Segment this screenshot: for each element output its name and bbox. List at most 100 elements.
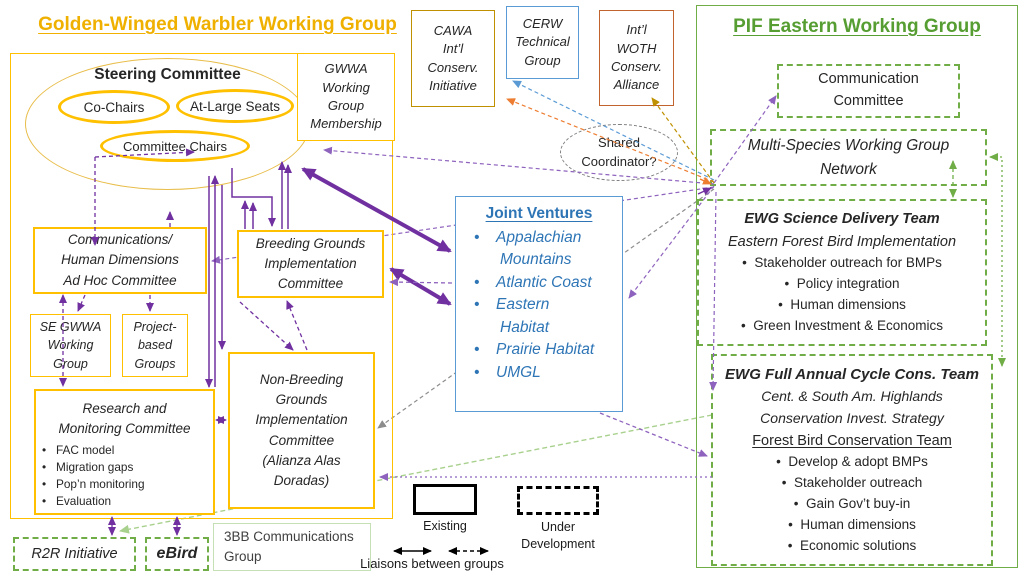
multi-species-network-box: Multi-Species Working Group Network bbox=[710, 129, 987, 186]
cawa-line: CAWA bbox=[433, 22, 473, 38]
ebird-label: eBird bbox=[156, 545, 198, 562]
science-bullet: Green Investment & Economics bbox=[741, 316, 943, 337]
research-title-line: Research and bbox=[82, 401, 167, 416]
annual-team-subtitle: Cent. & South Am. Highlands bbox=[761, 388, 943, 405]
jv-item-appalachian: Appalachian Mountains bbox=[456, 227, 622, 272]
annual-bullet: Stakeholder outreach bbox=[782, 473, 922, 494]
co-chairs-ellipse: Co-Chairs bbox=[58, 90, 170, 124]
breeding-line: Committee bbox=[277, 276, 344, 292]
breeding-line: Breeding Grounds bbox=[255, 235, 366, 251]
comms-line: Human Dimensions bbox=[61, 252, 179, 268]
membership-line: Membership bbox=[310, 116, 382, 132]
legend-liaisons-label: Liaisons between groups bbox=[360, 556, 504, 571]
non-breeding-line: Implementation bbox=[255, 412, 348, 428]
gwwa-membership-box: GWWA Working Group Membership bbox=[297, 53, 395, 141]
r2r-label: R2R Initiative bbox=[31, 546, 118, 562]
non-breeding-grounds-box: Non-Breeding Grounds Implementation Comm… bbox=[228, 352, 375, 509]
breeding-line: Implementation bbox=[264, 255, 357, 271]
science-bullet: Policy integration bbox=[784, 274, 900, 295]
under-dev-line: Under bbox=[540, 520, 576, 534]
non-breeding-line: (Alianza Alas bbox=[262, 452, 341, 468]
project-line: based bbox=[137, 338, 173, 353]
membership-line: Group bbox=[327, 98, 365, 113]
science-team-title: EWG Science Delivery Team bbox=[744, 211, 940, 228]
threebb-line: Group bbox=[224, 549, 262, 564]
comms-line: Ad Hoc Committee bbox=[63, 272, 177, 288]
committee-chairs-ellipse: Committee Chairs bbox=[100, 130, 250, 162]
jv-line: Eastern bbox=[456, 294, 622, 317]
joint-ventures-title: Joint Ventures bbox=[485, 205, 593, 222]
jv-item-atlantic: Atlantic Coast bbox=[456, 272, 622, 295]
ewg-science-team-box: EWG Science Delivery Team Eastern Forest… bbox=[697, 199, 987, 346]
pif-title: PIF Eastern Working Group bbox=[733, 16, 981, 37]
threebb-box: 3BB Communications Group bbox=[213, 523, 371, 571]
jv-line: Prairie Habitat bbox=[456, 339, 622, 362]
woth-line: Conserv. bbox=[610, 59, 663, 74]
membership-line: GWWA bbox=[324, 61, 368, 77]
non-breeding-line: Doradas) bbox=[273, 473, 330, 488]
comms-hd-committee-box: Communications/ Human Dimensions Ad Hoc … bbox=[33, 227, 207, 294]
communication-committee-box: Communication Committee bbox=[777, 64, 960, 118]
annual-bullet: Economic solutions bbox=[788, 536, 916, 557]
membership-line: Working bbox=[322, 79, 370, 95]
cerw-line: Group bbox=[524, 52, 561, 68]
research-monitoring-box: Research and Monitoring Committee FAC mo… bbox=[34, 389, 215, 515]
se-gwwa-line: Working bbox=[47, 338, 94, 353]
at-large-label: At-Large Seats bbox=[189, 98, 281, 114]
non-breeding-line: Grounds bbox=[275, 392, 328, 407]
jv-line: Appalachian bbox=[456, 227, 622, 250]
woth-box: Int’l WOTH Conserv. Alliance bbox=[599, 10, 674, 106]
shared-coordinator-line: Shared bbox=[598, 135, 640, 151]
legend-under-dev-swatch bbox=[517, 486, 599, 515]
annual-team-subtitle: Conservation Invest. Strategy bbox=[760, 410, 944, 427]
research-bullets: FAC model Migration gaps Pop’n monitorin… bbox=[36, 442, 213, 510]
shared-coordinator-line: Coordinator? bbox=[581, 153, 657, 169]
cerw-line: Technical bbox=[515, 34, 570, 50]
science-team-subtitle: Eastern Forest Bird Implementation bbox=[727, 233, 957, 250]
gwwg-title: Golden-Winged Warbler Working Group bbox=[38, 14, 397, 35]
r2r-initiative-box: R2R Initiative bbox=[13, 537, 136, 571]
project-line: Project- bbox=[133, 320, 177, 335]
steering-committee-label: Steering Committee bbox=[94, 66, 241, 83]
research-bullet: FAC model bbox=[36, 442, 213, 459]
non-breeding-line: Non-Breeding bbox=[259, 371, 344, 387]
jv-line: Mountains bbox=[500, 251, 572, 269]
comm-committee-line: Communication bbox=[818, 71, 919, 88]
jv-item-umgl: UMGL bbox=[456, 362, 622, 385]
committee-chairs-label: Committee Chairs bbox=[122, 138, 228, 154]
comms-line: Communications/ bbox=[67, 232, 173, 248]
cerw-line: CERW bbox=[522, 15, 563, 31]
annual-bullet: Human dimensions bbox=[788, 515, 916, 536]
co-chairs-label: Co-Chairs bbox=[83, 99, 145, 115]
non-breeding-line: Committee bbox=[268, 432, 335, 448]
jv-item-prairie: Prairie Habitat bbox=[456, 339, 622, 362]
ebird-box: eBird bbox=[145, 537, 209, 571]
legend-under-dev-label: Under Development bbox=[500, 519, 616, 553]
project-based-box: Project- based Groups bbox=[122, 314, 188, 377]
legend-existing-swatch bbox=[413, 484, 477, 515]
science-bullet: Human dimensions bbox=[778, 295, 906, 316]
cawa-line: Int’l bbox=[442, 41, 464, 57]
se-gwwa-line: Group bbox=[53, 356, 88, 371]
woth-line: WOTH bbox=[616, 40, 657, 56]
multi-species-line: Multi-Species Working Group bbox=[747, 137, 950, 155]
under-dev-line: Development bbox=[521, 536, 595, 551]
legend-existing-label: Existing bbox=[423, 519, 467, 533]
at-large-ellipse: At-Large Seats bbox=[176, 89, 294, 123]
cawa-line: Conserv. bbox=[427, 59, 479, 75]
multi-species-line: Network bbox=[820, 160, 877, 178]
project-line: Groups bbox=[134, 356, 176, 371]
annual-team-title: EWG Full Annual Cycle Cons. Team bbox=[725, 366, 979, 384]
shared-coordinator-ellipse: Shared Coordinator? bbox=[560, 124, 678, 181]
research-bullet: Migration gaps bbox=[36, 459, 213, 476]
cawa-box: CAWA Int’l Conserv. Initiative bbox=[411, 10, 495, 107]
se-gwwa-box: SE GWWA Working Group bbox=[30, 314, 111, 377]
woth-line: Int’l bbox=[626, 22, 647, 38]
comm-committee-line: Committee bbox=[833, 93, 904, 109]
science-bullet: Stakeholder outreach for BMPs bbox=[742, 253, 942, 274]
forest-bird-team-label: Forest Bird Conservation Team bbox=[752, 432, 952, 449]
jv-item-eastern: Eastern Habitat bbox=[456, 294, 622, 339]
breeding-grounds-box: Breeding Grounds Implementation Committe… bbox=[237, 230, 384, 298]
ewg-annual-team-box: EWG Full Annual Cycle Cons. Team Cent. &… bbox=[711, 354, 993, 566]
